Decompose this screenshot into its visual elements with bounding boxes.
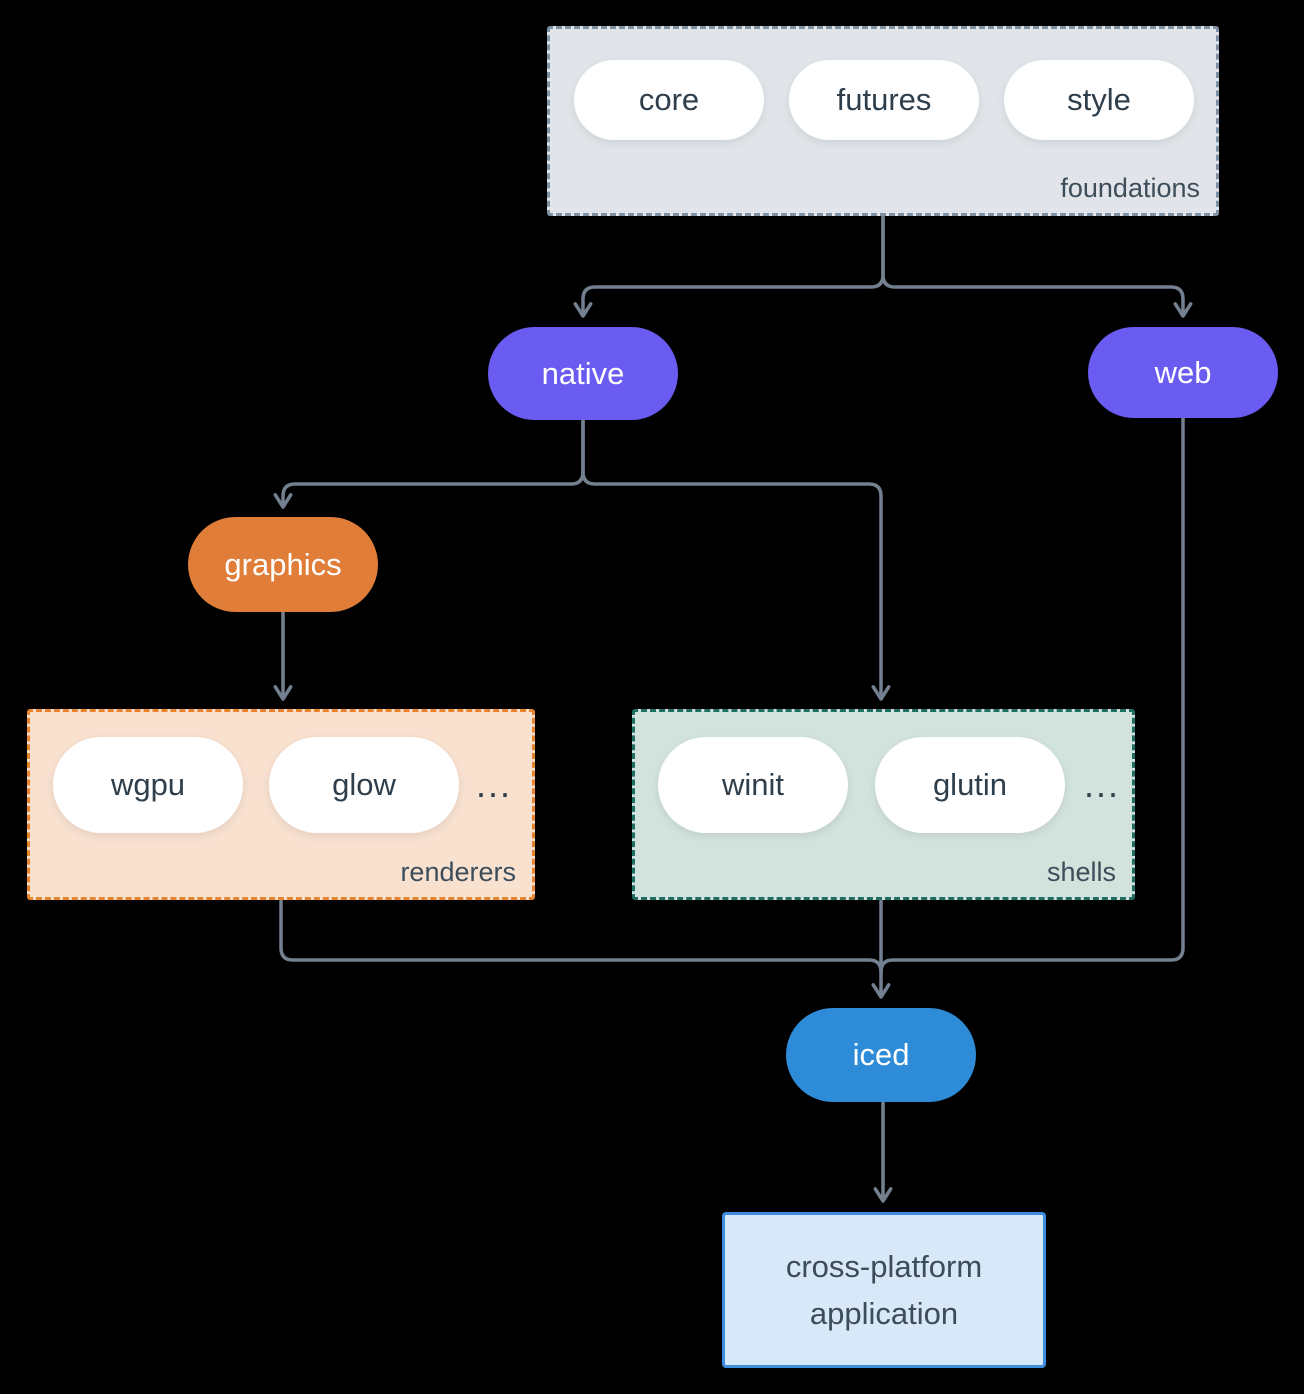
foundations-group-label: foundations (1060, 173, 1200, 203)
shells-group-label: shells (1046, 857, 1116, 887)
node-futures: futures (789, 60, 979, 140)
application-label: cross-platform application (785, 1249, 983, 1331)
node-web: web (1088, 327, 1278, 418)
node-cross-platform-application: cross-platform application (722, 1212, 1046, 1368)
edge-native-shells (581, 420, 891, 701)
renderers-group-label: renderers (400, 857, 516, 887)
renderers-group-box: wgpu glow ... renderers (27, 709, 535, 900)
renderers-ellipsis: ... (475, 764, 512, 805)
node-iced: iced (786, 1008, 976, 1102)
node-wgpu: wgpu (53, 737, 243, 833)
foundations-group-box: core futures style foundations (547, 26, 1219, 216)
node-glutin: glutin (875, 737, 1065, 833)
node-graphics: graphics (188, 517, 378, 612)
node-native: native (488, 327, 678, 420)
shells-ellipsis: ... (1083, 764, 1120, 805)
node-glow: glow (269, 737, 459, 833)
edge-renderers-merge (279, 900, 883, 973)
edge-foundations-native (573, 216, 885, 318)
node-core: core (574, 60, 764, 140)
node-winit: winit (658, 737, 848, 833)
edge-native-graphics (273, 420, 585, 509)
shells-group-box: winit glutin ... shells (632, 709, 1135, 900)
node-style: style (1004, 60, 1194, 140)
edge-foundations-web (881, 216, 1193, 318)
